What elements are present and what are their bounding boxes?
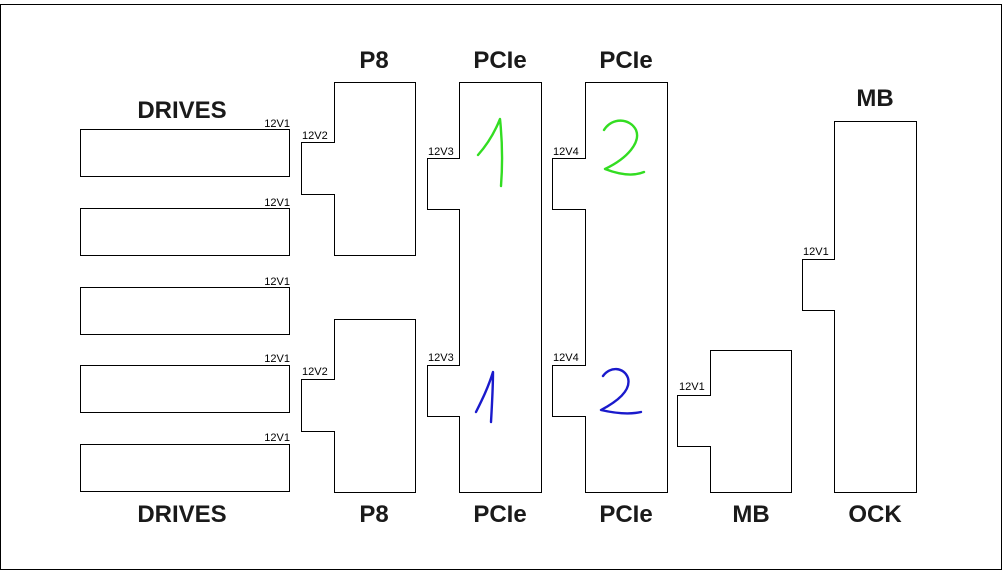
panel-border xyxy=(0,4,1002,570)
drive-3-rail-label: 12V1 xyxy=(264,276,290,288)
pcie-1-title-bottom: PCIe xyxy=(473,501,526,528)
pcie-2-bottom-rail-label: 12V4 xyxy=(553,352,579,364)
pcie-2-connector xyxy=(552,82,668,493)
p8-connector-top xyxy=(301,82,416,256)
pcie-1-bottom-rail-label: 12V3 xyxy=(428,352,454,364)
p8-top-rail-label: 12V2 xyxy=(302,130,328,142)
p8-title-bottom: P8 xyxy=(359,501,388,528)
mb-big-rail-label: 12V1 xyxy=(803,246,829,258)
p8-connector-bottom xyxy=(301,319,416,493)
p8-title-top: P8 xyxy=(359,47,388,74)
drive-connector-1 xyxy=(80,129,290,177)
mb-small-rail-label: 12V1 xyxy=(679,381,705,393)
drive-4-rail-label: 12V1 xyxy=(264,353,290,365)
drive-5-rail-label: 12V1 xyxy=(264,432,290,444)
drive-connector-2 xyxy=(80,208,290,256)
pcie-2-title-bottom: PCIe xyxy=(599,501,652,528)
pcie-2-top-rail-label: 12V4 xyxy=(553,146,579,158)
handwritten-2-blue: 2 xyxy=(599,367,643,415)
pcie-2-title-top: PCIe xyxy=(599,47,652,74)
pcie-1-top-rail-label: 12V3 xyxy=(428,146,454,158)
mb-small-connector xyxy=(677,350,792,493)
handwritten-1-blue: 1 xyxy=(474,370,495,424)
drive-connector-4 xyxy=(80,365,290,413)
drives-title-bottom: DRIVES xyxy=(137,501,226,528)
drives-title-top: DRIVES xyxy=(137,97,226,124)
mb-big-title-top: MB xyxy=(856,85,893,112)
ock-title-bottom: OCK xyxy=(848,501,902,528)
pcie-1-connector xyxy=(427,82,542,493)
drive-2-rail-label: 12V1 xyxy=(264,197,290,209)
handwritten-2-green: 2 xyxy=(602,119,646,176)
drive-connector-5 xyxy=(80,444,290,492)
drive-connector-3 xyxy=(80,287,290,335)
mb-small-title-bottom: MB xyxy=(732,501,769,528)
mb-big-connector xyxy=(802,121,917,493)
drive-1-rail-label: 12V1 xyxy=(264,118,290,130)
handwritten-1-green: 1 xyxy=(476,117,504,188)
pcie-1-title-top: PCIe xyxy=(473,47,526,74)
p8-bottom-rail-label: 12V2 xyxy=(302,366,328,378)
